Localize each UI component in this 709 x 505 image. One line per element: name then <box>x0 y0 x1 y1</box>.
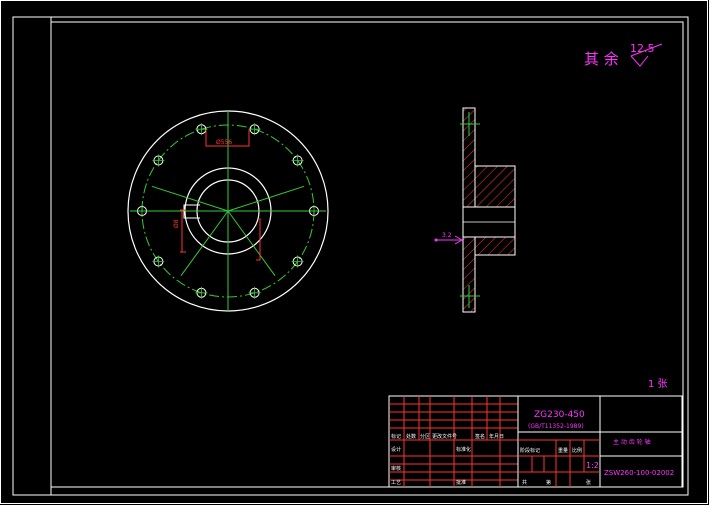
label-zone: 分区 <box>420 433 430 440</box>
inner-border <box>50 21 684 488</box>
material-standard: (GB/T11352-1989) <box>528 423 584 430</box>
label-weight: 重量 <box>558 447 568 454</box>
drawing-number: ZSW260-100-02002 <box>604 469 674 477</box>
label-ratio: 比例 <box>572 447 582 454</box>
bolt-hole-centermark <box>195 286 208 299</box>
front-view: Ø556 Ø8 <box>127 110 329 312</box>
radial-centerline <box>151 185 229 212</box>
title-block: ZG230-450 (GB/T11352-1989) 主 动 齿 轮 轴 1:2… <box>388 395 683 488</box>
bolt-circle-dim-text: Ø556 <box>216 139 232 146</box>
bolt-hole-centermark <box>248 286 261 299</box>
label-date: 年月日 <box>489 433 504 440</box>
bolt-hole-centermark <box>291 255 304 268</box>
label-mark: 标记 <box>391 433 401 440</box>
scale-value: 1:2 <box>586 461 599 470</box>
radial-centerline <box>227 210 276 276</box>
bolt-hole-centermark <box>152 255 165 268</box>
bolt-hole-centermark <box>152 154 165 167</box>
bolt-hole-centermark <box>291 154 304 167</box>
label-review: 审核 <box>391 465 401 472</box>
radial-centerline <box>227 185 305 212</box>
surface-dim-text: 3.2 <box>442 232 452 239</box>
bolt-circle-dim-lines <box>205 130 250 147</box>
label-design: 设计 <box>391 446 401 453</box>
bore-dim-text: Ø8 <box>173 219 180 228</box>
label-page-suffix: 张 <box>586 479 591 486</box>
label-process: 工艺 <box>391 480 401 486</box>
sheet-count: 1 张 <box>648 378 668 390</box>
label-standardization: 标准化 <box>456 446 471 453</box>
label-approve: 批准 <box>456 479 466 486</box>
bore-dim-lines <box>180 209 186 253</box>
keyway <box>183 204 200 219</box>
label-count: 处数 <box>406 433 416 440</box>
hub-dim-line <box>256 218 261 261</box>
surface-dim-leader <box>436 235 464 245</box>
bolt-hole-centermark <box>136 205 148 217</box>
bolt-holes <box>136 123 320 299</box>
roughness-note: 其 余 12.5 <box>584 42 663 68</box>
flange-lower-section <box>462 236 476 313</box>
hub-lower-section <box>474 236 516 256</box>
label-stage: 阶段标记 <box>520 447 540 454</box>
part-name: ZG230-450 <box>534 410 585 420</box>
hub-upper-section <box>474 165 516 208</box>
bolt-hole-centermark <box>195 123 208 136</box>
radial-centerline <box>180 210 229 276</box>
drawing-frame <box>12 16 689 496</box>
org-name: 主 动 齿 轮 轴 <box>613 438 651 446</box>
label-page: 第 <box>546 479 551 486</box>
title-labels: 标记 处数 分区 更改文件号 签名 年月日 设计 标准化 阶段标记 重量 比例 … <box>391 433 591 486</box>
title-grid-left <box>389 396 518 487</box>
section-view: 3.2 <box>434 107 516 313</box>
bolt-hole-centermark <box>308 205 320 217</box>
label-sheet: 共 <box>522 479 527 486</box>
label-change-doc: 更改文件号 <box>432 433 457 440</box>
roughness-value: 12.5 <box>630 42 655 55</box>
surface-dim-dot <box>434 238 438 242</box>
roughness-prefix: 其 余 <box>584 50 619 68</box>
roughness-symbol-icon <box>630 43 663 67</box>
bolt-hole-centermark <box>248 123 261 136</box>
label-signature: 签名 <box>475 433 485 440</box>
radial-centerlines <box>151 131 305 276</box>
title-grid-middle <box>518 439 600 487</box>
title-block-border <box>388 395 683 488</box>
